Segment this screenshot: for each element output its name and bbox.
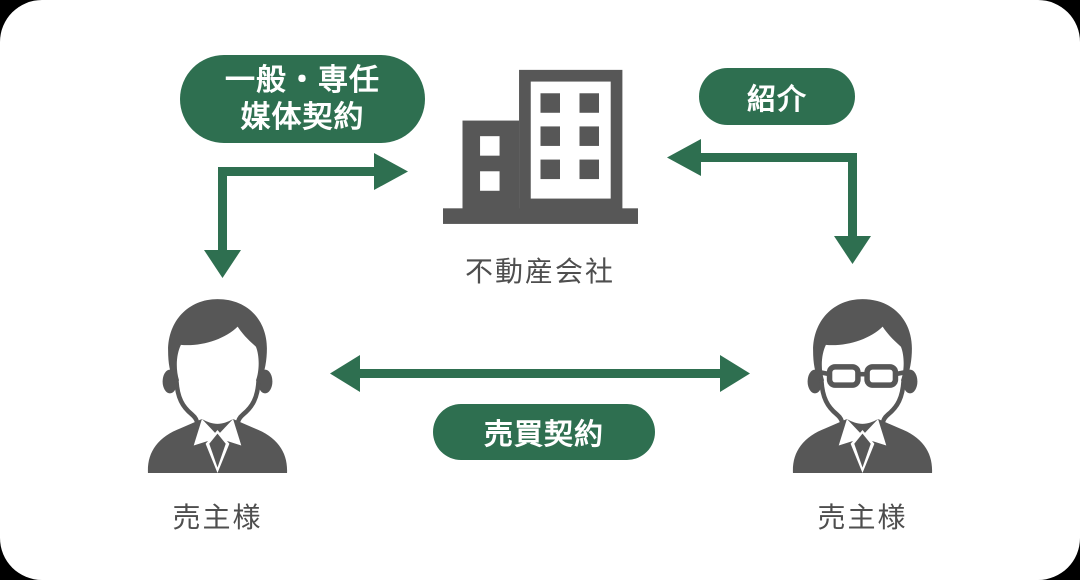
badge-sale-label: 売買契約 <box>483 419 604 451</box>
badge-sale-contract: 売買契約 <box>433 404 655 460</box>
badge-mediation-contract: 一般・専任 媒体契約 <box>180 55 425 143</box>
sale-arrow <box>330 352 750 394</box>
badge-mediation-line2: 媒体契約 <box>240 101 365 134</box>
badge-referral-label: 紹介 <box>746 83 807 116</box>
person-glasses-icon <box>780 290 945 473</box>
person-icon <box>135 290 300 473</box>
mediation-arrow <box>198 146 413 278</box>
seller-right-label: 売主様 <box>817 502 908 533</box>
company-label: 不動産会社 <box>464 256 615 287</box>
building-icon <box>443 60 638 226</box>
badge-mediation-line1: 一般・専任 <box>225 63 380 97</box>
badge-referral: 紹介 <box>699 68 855 125</box>
referral-arrow <box>662 132 877 264</box>
seller-left-label: 売主様 <box>172 502 263 533</box>
